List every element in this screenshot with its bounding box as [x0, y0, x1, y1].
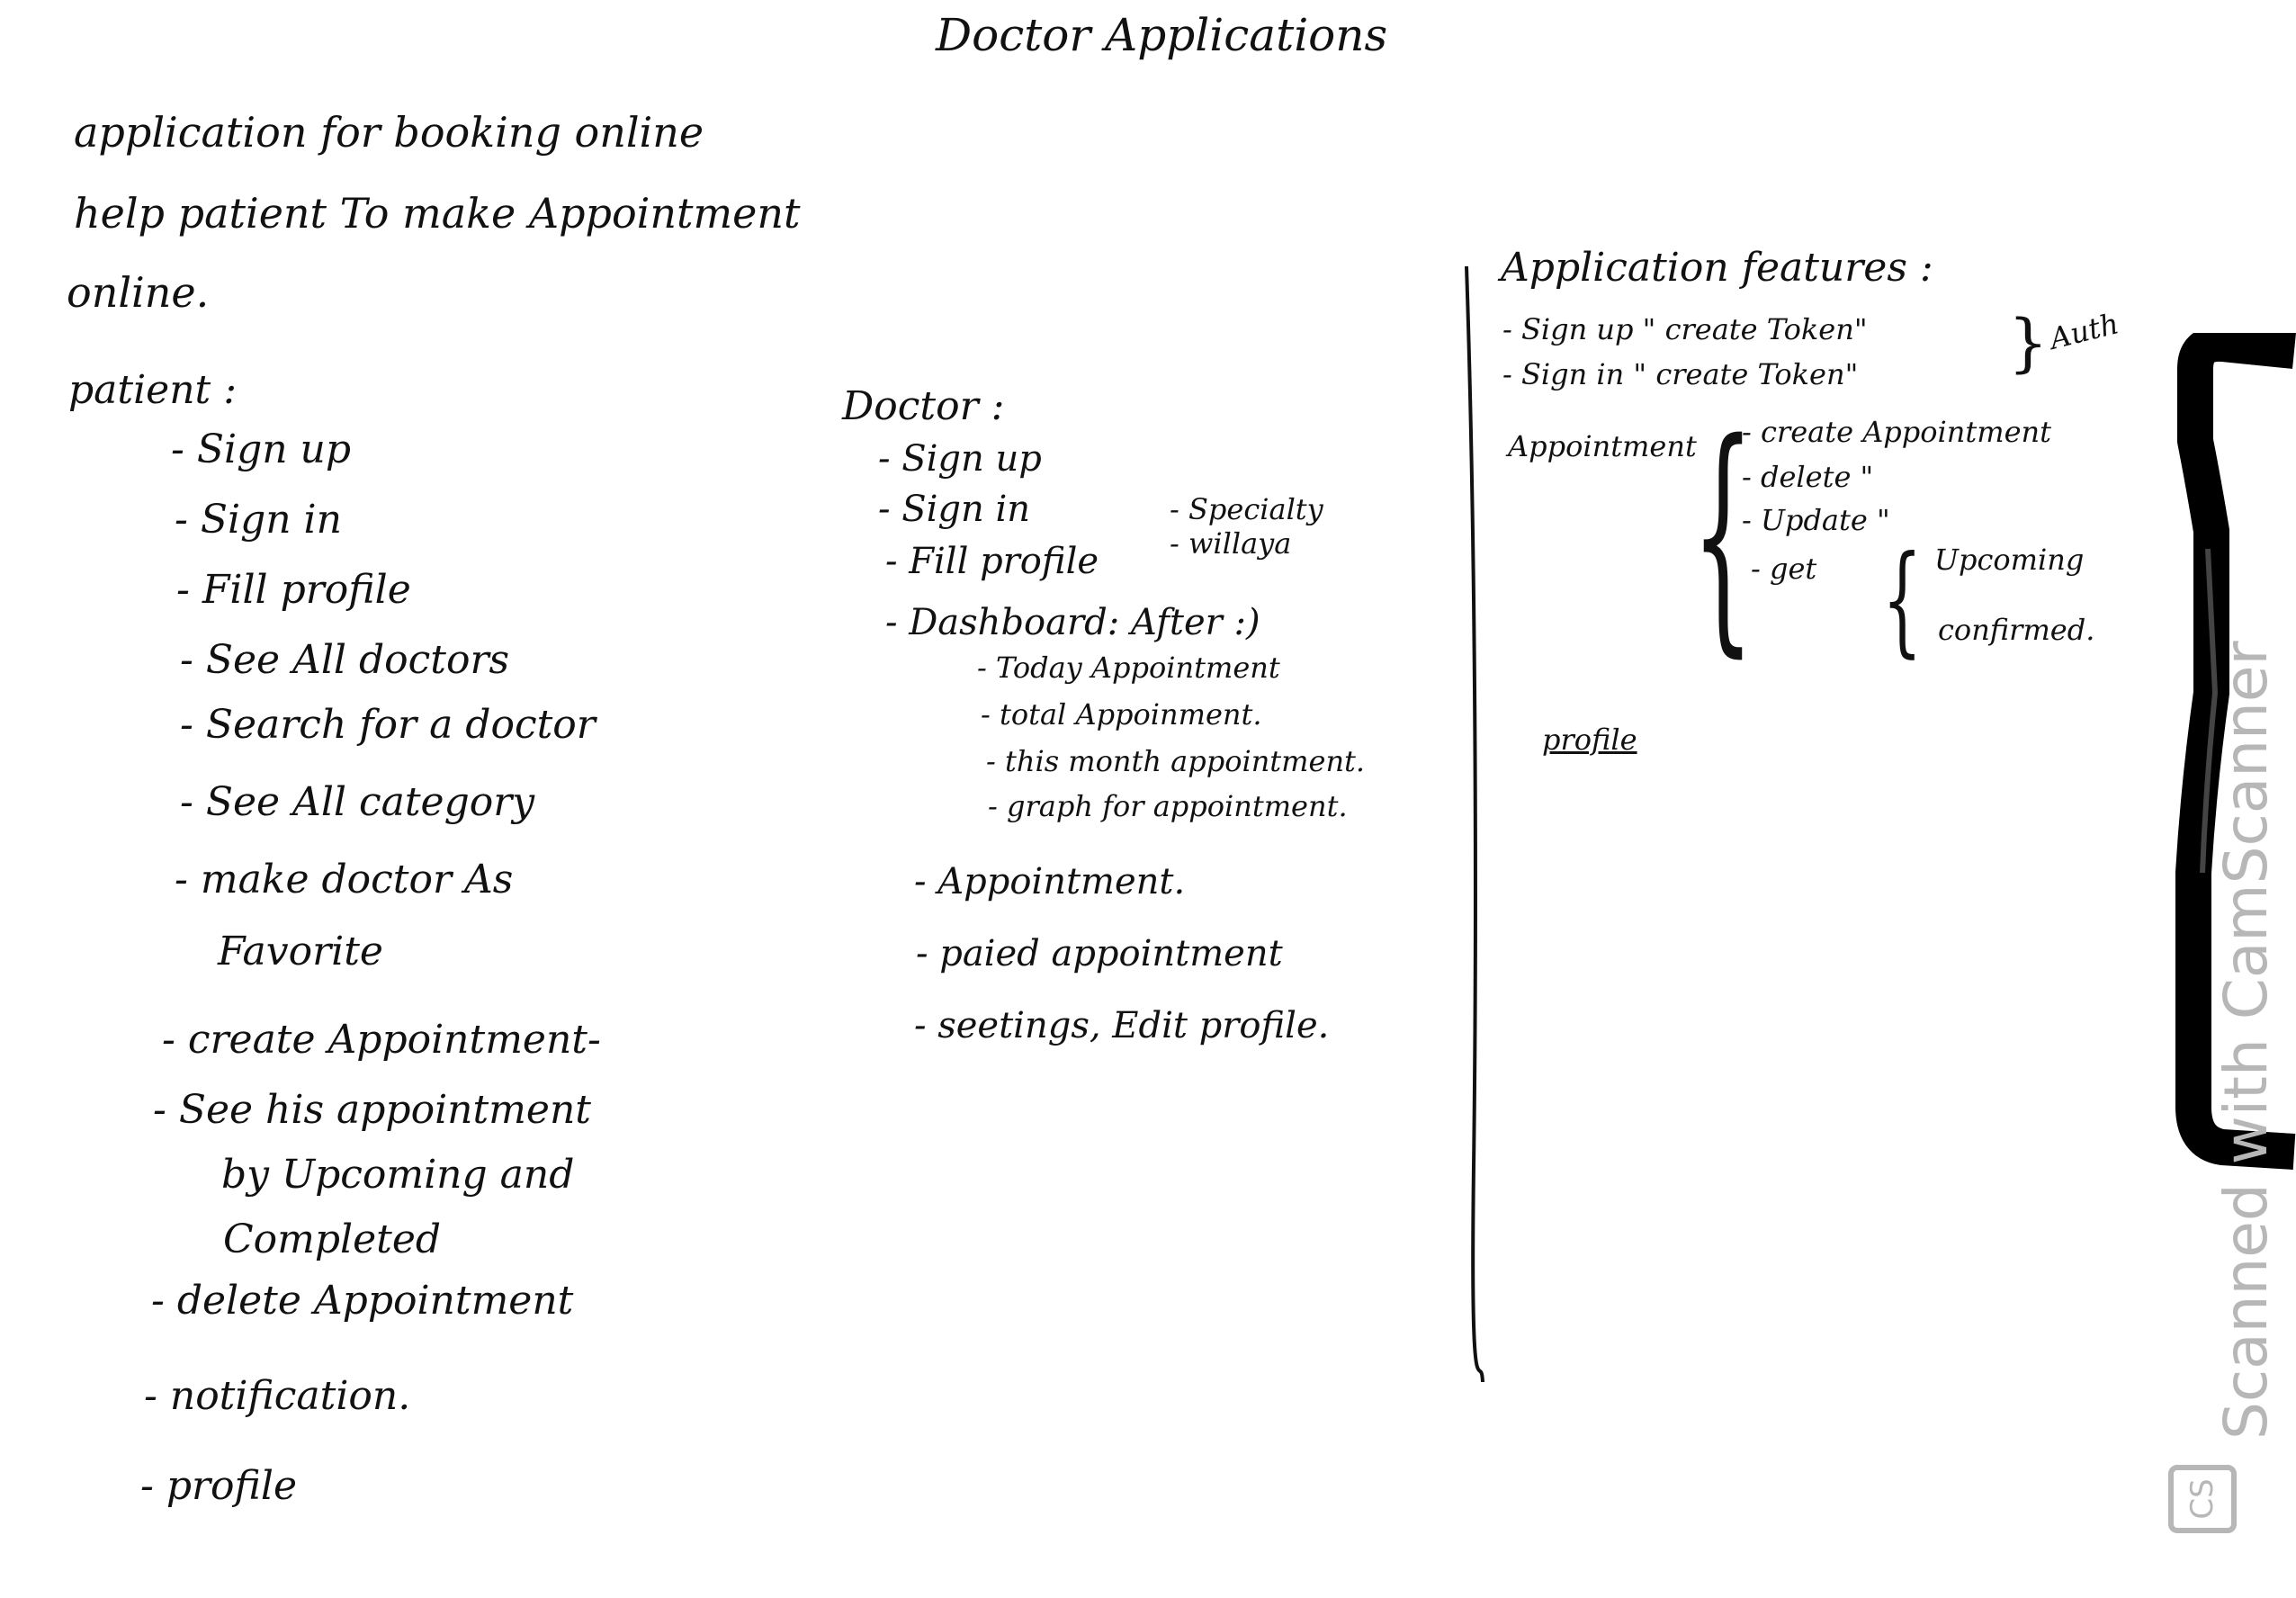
appointment-item: - get [1751, 552, 1817, 586]
doctor-item: - Sign in [878, 489, 1031, 530]
patient-item: - See his appointment [153, 1087, 591, 1133]
appointment-item: - delete " [1742, 460, 1874, 494]
get-option: Upcoming [1934, 543, 2085, 577]
dashboard-subitem: - this month appointment. [986, 744, 1366, 778]
get-brace: { [1882, 529, 1923, 670]
patient-item: - create Appointment- [162, 1017, 601, 1063]
doctor-item: - Fill profile [885, 541, 1099, 582]
patient-item: - delete Appointment [151, 1278, 574, 1324]
column-divider [1465, 266, 1484, 1382]
camscanner-logo-icon: CS [2168, 1465, 2237, 1533]
clipboard-clip-bar [2175, 333, 2296, 1170]
patient-item: - make doctor As [175, 857, 514, 902]
appointment-brace: { [1691, 390, 1754, 678]
appointment-item: - Update " [1742, 503, 1890, 537]
doctor-item: - Dashboard: After :) [885, 602, 1260, 643]
dashboard-subitem: - total Appoinment. [981, 697, 1262, 732]
doctor-item: - seetings, Edit profile. [914, 1005, 1330, 1046]
patient-item: Favorite [218, 929, 383, 974]
intro-line-3: online. [67, 268, 210, 317]
get-option: confirmed. [1938, 613, 2095, 647]
doctor-profile-note: - Specialty [1170, 492, 1323, 526]
features-profile: profile [1542, 723, 1637, 757]
auth-item: - Sign up " create Token" [1502, 312, 1868, 346]
page-title: Doctor Applications [936, 9, 1388, 61]
scanner-watermark: Scanned with CamScanner [2211, 641, 2281, 1440]
doctor-item: - Appointment. [914, 861, 1186, 902]
patient-item: - Sign in [175, 497, 342, 543]
patient-heading: patient : [68, 367, 238, 413]
intro-line-2: help patient To make Appointment [74, 189, 801, 238]
dashboard-subitem: - graph for appointment. [988, 789, 1348, 823]
doctor-heading: Doctor : [842, 383, 1005, 429]
patient-item: - Sign up [171, 426, 352, 472]
auth-item: - Sign in " create Token" [1502, 357, 1859, 391]
intro-line-1: application for booking online [74, 108, 704, 157]
patient-item: - See All category [180, 779, 535, 825]
appointment-label: Appointment [1508, 429, 1697, 463]
patient-item: by Upcoming and [221, 1152, 575, 1198]
appointment-item: - create Appointment [1742, 415, 2051, 449]
auth-brace: } [2008, 306, 2049, 380]
doctor-item: - Sign up [878, 438, 1042, 480]
patient-item: - Fill profile [176, 567, 411, 613]
patient-item: - Search for a doctor [180, 702, 596, 748]
patient-item: - notification. [144, 1373, 411, 1419]
patient-item: Completed [223, 1216, 442, 1262]
patient-item: - profile [140, 1463, 298, 1509]
patient-item: - See All doctors [180, 637, 510, 683]
doctor-profile-note: - willaya [1170, 526, 1292, 561]
features-heading: Application features : [1501, 245, 1933, 291]
dashboard-subitem: - Today Appointment [977, 651, 1280, 685]
auth-label: Auth [2046, 306, 2122, 356]
doctor-item: - paied appointment [916, 933, 1283, 974]
